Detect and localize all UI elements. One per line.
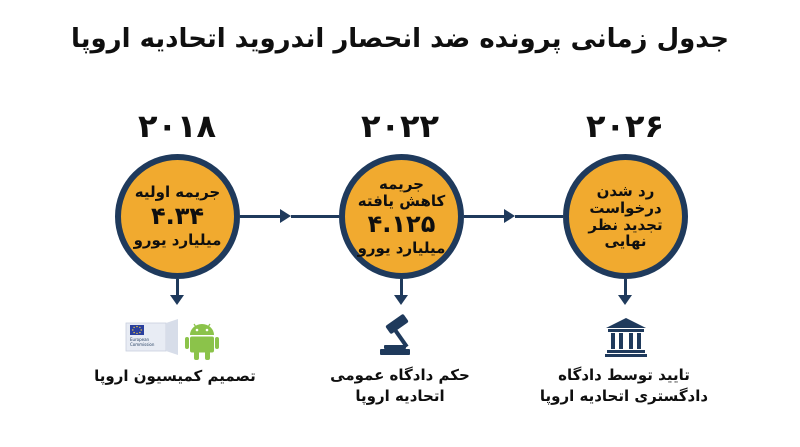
circle-line-3: تجدید نظر	[588, 215, 663, 234]
courthouse-icon	[605, 318, 647, 357]
caption-2022: حکم دادگاه عمومی اتحادیه اروپا	[285, 365, 515, 407]
circle-unit: میلیارد یورو	[133, 230, 222, 249]
circle-line-1: رد شدن	[596, 181, 655, 200]
connector-arrow-2	[504, 209, 515, 223]
page-title: جدول زمانی پرونده ضد انحصار اندروید اتحا…	[70, 24, 730, 54]
year-2026: ۲۰۲۶	[585, 107, 665, 145]
caption-line-1: تصمیم کمیسیون اروپا	[94, 367, 256, 385]
connector-line-3	[464, 215, 504, 218]
circle-label: جریمه	[379, 174, 424, 193]
milestone-circle-2022: جریمه کاهش یافته ۴.۱۲۵ میلیارد یورو	[339, 154, 464, 279]
gavel-icon	[380, 314, 410, 355]
circle-label-2: کاهش یافته	[357, 191, 446, 210]
down-connector-2	[400, 279, 403, 297]
connector-line-1	[240, 215, 280, 218]
caption-2018: تصمیم کمیسیون اروپا	[60, 366, 290, 387]
eu-label-2: Commission	[130, 342, 155, 347]
circle-line-2: درخواست	[589, 198, 662, 217]
milestone-circle-2026: رد شدن درخواست تجدید نظر نهایی	[563, 154, 688, 279]
circle-label: جریمه اولیه	[134, 183, 221, 202]
connector-line-2	[291, 215, 339, 218]
connector-arrow-1	[280, 209, 291, 223]
caption-line-1: حکم دادگاه عمومی	[330, 366, 470, 384]
circle-line-4: نهایی	[604, 232, 647, 251]
caption-line-2: دادگستری اتحادیه اروپا	[539, 387, 709, 405]
circle-unit: میلیارد یورو	[357, 239, 446, 258]
down-connector-1	[176, 279, 179, 297]
milestone-circle-2018: جریمه اولیه ۴.۳۴ میلیارد یورو	[115, 154, 240, 279]
year-2022: ۲۰۲۲	[360, 107, 440, 145]
circle-value: ۴.۱۲۵	[367, 210, 436, 239]
eu-label-1: European	[130, 337, 150, 342]
down-arrow-2	[394, 295, 408, 305]
down-arrow-1	[170, 295, 184, 305]
down-arrow-3	[618, 295, 632, 305]
caption-2026: تایید توسط دادگاه دادگستری اتحادیه اروپا	[509, 365, 739, 407]
caption-line-1: تایید توسط دادگاه	[558, 366, 690, 384]
circle-value: ۴.۳۴	[150, 202, 205, 231]
caption-line-2: اتحادیه اروپا	[355, 387, 445, 405]
year-2018: ۲۰۱۸	[137, 107, 217, 145]
down-connector-3	[624, 279, 627, 297]
eu-commission-android-icon: European Commission	[125, 319, 219, 360]
connector-line-4	[515, 215, 563, 218]
